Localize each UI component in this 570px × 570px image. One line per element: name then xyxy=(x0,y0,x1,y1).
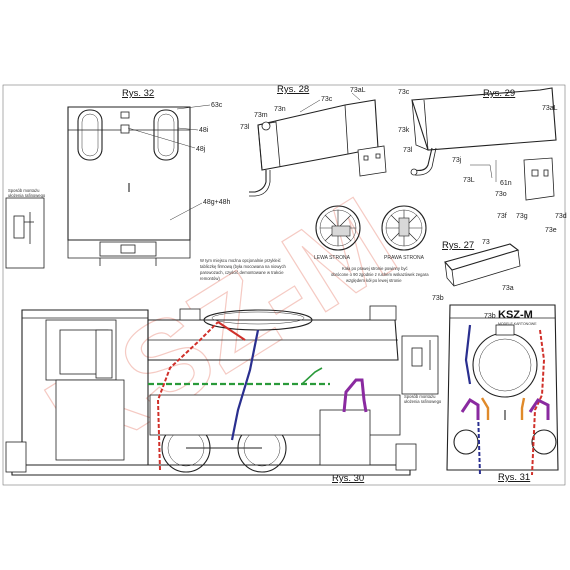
rys30-tank xyxy=(147,319,399,361)
part-73a: 73a xyxy=(502,285,514,292)
sheet-frame xyxy=(2,84,566,486)
wire-blue-30 xyxy=(230,329,260,441)
wiring-detail-top: Sposób montażu ułożenia rafinowego xyxy=(5,188,46,269)
wiring-detail-bottom: Sposób montażu ułożenia rafinowego xyxy=(401,335,442,404)
wire-purple-30 xyxy=(342,378,368,413)
part-63c: 63c xyxy=(211,102,223,109)
logo-tagline: MODELE KARTONOWE xyxy=(498,322,537,326)
part-73m: 73m xyxy=(254,112,268,119)
rys28-group: Rys. 28 73c 73aL 73n 73m 73l xyxy=(240,84,387,197)
wire-orange-31 xyxy=(480,397,490,420)
part-73aL-29: 73aL xyxy=(542,105,558,112)
part-73b-27: 73b xyxy=(432,295,444,302)
tablet-note-4: remontów) xyxy=(200,276,220,281)
rys31-label: Rys. 31 xyxy=(498,472,530,483)
part-73l-28: 73l xyxy=(240,124,250,131)
tablet-note-2: tabliczkę firmową (była mocowana na niow… xyxy=(200,264,287,269)
part-73b-31: 73b xyxy=(484,313,496,320)
rys32-window-right xyxy=(153,109,179,161)
rys29-tank xyxy=(411,87,557,151)
part-48g48h: 48g+48h xyxy=(203,199,231,206)
part-73e: 73e xyxy=(545,227,557,234)
rys27-group: Rys. 27 73 73b 73a xyxy=(432,239,521,302)
rys30-group: Rys. 30 xyxy=(5,305,417,484)
rys32-label: Rys. 32 xyxy=(122,88,154,99)
part-73l-29: 73l xyxy=(403,147,413,154)
rys27-label: Rys. 27 xyxy=(442,240,474,251)
rys29-group: Rys. 29 73c 73aL 73k 73l 73j 73L 61n 73o… xyxy=(398,87,567,234)
rys31-group: Rys. 31 73b xyxy=(446,304,559,483)
part-73j: 73j xyxy=(452,157,462,164)
wheel-note-1: Koła po prawej stronie powinny być xyxy=(342,266,408,271)
label-lewa-strona: LEWA STRONA xyxy=(314,255,351,261)
wheel-left xyxy=(315,205,361,251)
part-73d: 73d xyxy=(555,213,567,220)
wire-blue-31 xyxy=(464,324,472,385)
wheel-note-3: względem kół po lewej stronie xyxy=(346,278,402,283)
rys31-boiler xyxy=(472,332,538,398)
wiring-bottom-line2: ułożenia rafinowego xyxy=(404,399,442,404)
part-48i: 48i xyxy=(199,127,209,134)
part-73k: 73k xyxy=(398,127,410,134)
wheel-note-2: obrócone o 90 zgodnie z ruchem wskazówek… xyxy=(331,272,429,277)
part-73aL-28: 73aL xyxy=(350,87,366,94)
tablet-note-1: W tym miejscu można opcjonalnie przyklei… xyxy=(200,258,281,263)
wiring-top-line2: ułożenia rafinowego xyxy=(8,193,46,198)
wheels-orientation: LEWA STRONA PRAWA STRONA Koła po prawej … xyxy=(314,205,429,283)
logo-name: KSZ-M xyxy=(498,309,533,321)
wire-red-30 xyxy=(156,321,219,471)
part-48j: 48j xyxy=(196,146,206,153)
rys30-label: Rys. 30 xyxy=(332,473,364,484)
part-73: 73 xyxy=(482,239,490,246)
rys31-frame xyxy=(446,304,559,471)
ksz-m-logo: KSZ-M MODELE KARTONOWE xyxy=(498,309,537,326)
rys31-buffer-left xyxy=(453,429,479,455)
part-73c-29: 73c xyxy=(398,89,410,96)
rys31-buffer-right xyxy=(531,429,557,455)
wire-red-31 xyxy=(531,329,546,476)
label-prawa-strona: PRAWA STRONA xyxy=(384,255,425,261)
part-61n: 61n xyxy=(500,180,512,187)
wheel-right xyxy=(381,205,427,251)
wire-red-solid-30 xyxy=(217,321,246,341)
wiring-top-line1: Sposób montażu xyxy=(8,188,40,193)
rys32-group: Rys. 32 63c 48i 48j 48g+48h xyxy=(67,88,231,266)
part-73g: 73g xyxy=(516,213,528,220)
part-73o: 73o xyxy=(495,191,507,198)
rys32-window-left xyxy=(77,109,103,161)
part-73f: 73f xyxy=(497,213,507,220)
part-73L: 73L xyxy=(463,177,475,184)
wiring-bottom-line1: Sposób montażu xyxy=(404,394,436,399)
tablet-note: W tym miejscu można opcjonalnie przyklei… xyxy=(200,258,287,281)
tablet-note-3: parowozach, czyścić demontowane w trakci… xyxy=(200,270,284,275)
part-73n: 73n xyxy=(274,106,286,113)
wire-purple-31 xyxy=(460,397,480,420)
part-73c-28: 73c xyxy=(321,96,333,103)
rys28-label: Rys. 28 xyxy=(277,84,309,95)
